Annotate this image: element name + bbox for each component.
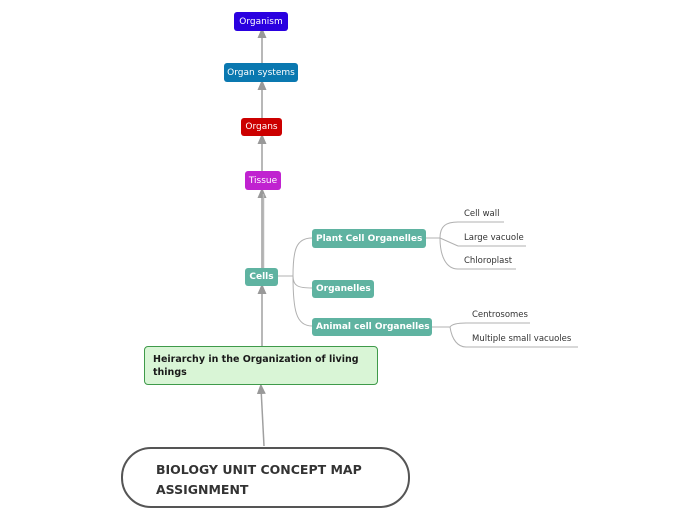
central-topic[interactable]: Heirarchy in the Organization of living … xyxy=(144,346,378,385)
cells-node[interactable]: Cells xyxy=(245,268,278,286)
link-cells-animal xyxy=(292,275,313,327)
animal-cell-organelles-node[interactable]: Animal cell Organelles xyxy=(312,318,432,336)
leaf-chloroplast[interactable]: Chloroplast xyxy=(464,256,513,266)
leaf-large-vacuole[interactable]: Large vacuole xyxy=(464,233,524,243)
root-topic[interactable]: BIOLOGY UNIT CONCEPT MAP ASSIGNMENT xyxy=(121,447,410,508)
plant-cell-organelles-node[interactable]: Plant Cell Organelles xyxy=(312,229,426,248)
link-cells-organelles xyxy=(292,275,313,289)
organs-node[interactable]: Organs xyxy=(241,118,282,136)
leaf-multiple-small-vacuoles[interactable]: Multiple small vacuoles xyxy=(472,334,572,344)
link-cells-plant xyxy=(292,237,313,277)
link-root-central xyxy=(256,383,266,447)
leaf-cell-wall[interactable]: Cell wall xyxy=(464,209,500,219)
organism-node[interactable]: Organism xyxy=(234,12,288,31)
leaf-centrosomes[interactable]: Centrosomes xyxy=(472,310,528,320)
organ-systems-node[interactable]: Organ systems xyxy=(224,63,298,82)
organelles-node[interactable]: Organelles xyxy=(312,280,374,298)
tissue-node[interactable]: Tissue xyxy=(245,171,281,190)
